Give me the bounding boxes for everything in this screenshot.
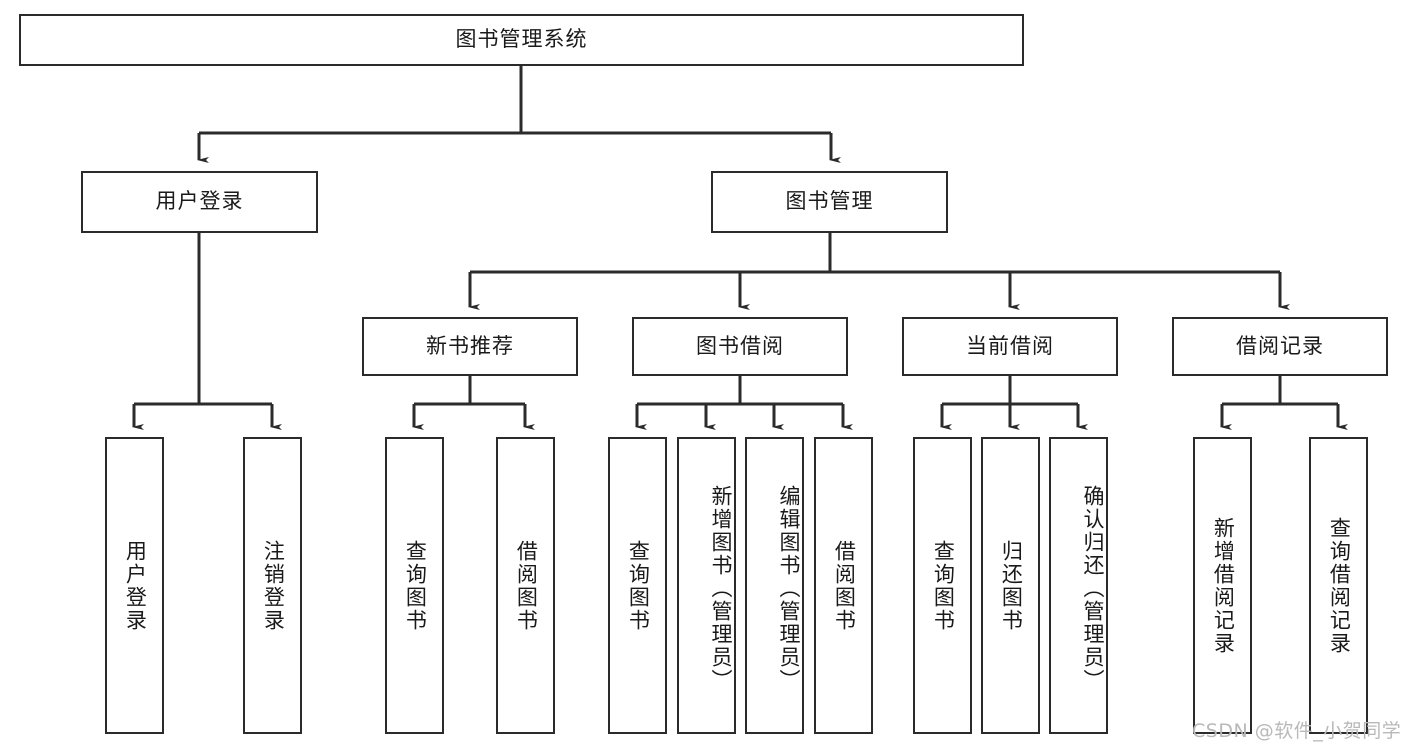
node-leaf-query-book-3[interactable]: 查询图书 [913, 437, 972, 734]
node-leaf-borrow-book-1-label: 借阅图书 [514, 539, 539, 632]
node-leaf-return-book[interactable]: 归还图书 [981, 437, 1040, 734]
node-leaf-user-login-label: 用户登录 [123, 539, 148, 632]
node-leaf-return-book-label: 归还图书 [999, 539, 1024, 632]
node-book-manage-label: 图书管理 [785, 189, 874, 214]
node-user-login-label: 用户登录 [155, 189, 244, 214]
node-leaf-query-book-1[interactable]: 查询图书 [385, 437, 444, 734]
node-new-book-recommend[interactable]: 新书推荐 [362, 317, 578, 376]
node-borrow-record[interactable]: 借阅记录 [1172, 317, 1388, 376]
node-book-borrow[interactable]: 图书借阅 [632, 317, 848, 376]
node-leaf-query-book-2-label: 查询图书 [626, 539, 651, 632]
node-leaf-edit-book-label: 编辑图书（管理员） [777, 485, 801, 692]
node-current-borrow-label: 当前借阅 [966, 333, 1054, 358]
node-leaf-query-borrow-record-label: 查询借阅记录 [1327, 516, 1352, 655]
node-leaf-add-borrow-record-label: 新增借阅记录 [1211, 516, 1236, 655]
node-user-login[interactable]: 用户登录 [81, 171, 318, 233]
node-root[interactable]: 图书管理系统 [19, 14, 1024, 66]
node-leaf-edit-book[interactable]: 编辑图书（管理员） [745, 437, 804, 734]
node-root-label: 图书管理系统 [455, 27, 588, 52]
node-leaf-query-book-2[interactable]: 查询图书 [608, 437, 667, 734]
node-leaf-borrow-book-2-label: 借阅图书 [832, 539, 857, 632]
node-borrow-record-label: 借阅记录 [1236, 333, 1324, 358]
node-leaf-add-borrow-record[interactable]: 新增借阅记录 [1193, 437, 1252, 734]
node-leaf-query-book-1-label: 查询图书 [403, 539, 428, 632]
node-current-borrow[interactable]: 当前借阅 [902, 317, 1118, 376]
node-book-borrow-label: 图书借阅 [696, 333, 784, 358]
csdn-watermark: CSDN @软件_小贺同学 [1192, 720, 1402, 742]
node-new-book-recommend-label: 新书推荐 [426, 333, 514, 358]
node-leaf-query-borrow-record[interactable]: 查询借阅记录 [1309, 437, 1368, 734]
node-leaf-borrow-book-2[interactable]: 借阅图书 [814, 437, 873, 734]
node-leaf-user-login[interactable]: 用户登录 [105, 437, 164, 734]
node-leaf-add-book-label: 新增图书（管理员） [709, 485, 733, 692]
node-leaf-add-book[interactable]: 新增图书（管理员） [677, 437, 736, 734]
node-leaf-logout-login[interactable]: 注销登录 [243, 437, 302, 734]
node-leaf-logout-login-label: 注销登录 [261, 539, 286, 632]
node-leaf-confirm-return-label: 确认归还（管理员） [1081, 485, 1105, 692]
node-leaf-borrow-book-1[interactable]: 借阅图书 [496, 437, 555, 734]
node-leaf-query-book-3-label: 查询图书 [931, 539, 956, 632]
node-book-manage[interactable]: 图书管理 [711, 171, 948, 233]
node-leaf-confirm-return[interactable]: 确认归还（管理员） [1049, 437, 1108, 734]
